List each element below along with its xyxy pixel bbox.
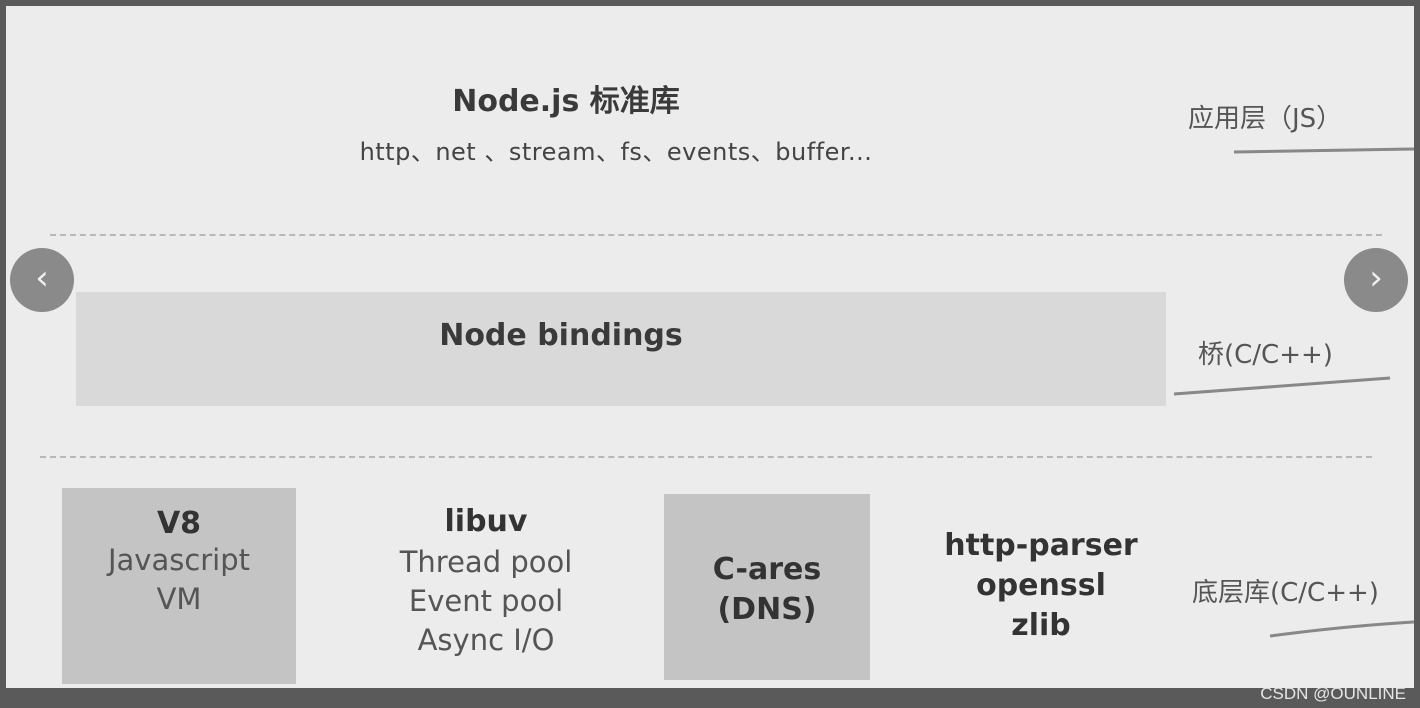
other-lib-line: zlib [1011, 608, 1071, 643]
divider-bottom [40, 456, 1372, 458]
bridge-layer-label: 桥(C/C++) [1198, 340, 1333, 370]
underline-base [1269, 620, 1414, 638]
other-libs-block: http-parser openssl zlib [926, 526, 1156, 646]
stdlib-modules: http、net 、stream、fs、events、buffer... [359, 138, 873, 166]
libuv-line: Thread pool [399, 545, 573, 579]
next-slide-button[interactable]: › [1344, 248, 1408, 312]
underline-app [1233, 147, 1414, 154]
chevron-left-icon: ‹ [35, 258, 49, 298]
libuv-line: Async I/O [417, 623, 555, 657]
v8-line: Javascript [107, 543, 251, 577]
prev-slide-button[interactable]: ‹ [10, 248, 74, 312]
other-lib-line: openssl [976, 568, 1106, 603]
handwritten-underlines [1173, 147, 1414, 638]
underline-bridge [1173, 376, 1391, 396]
v8-line: VM [156, 582, 202, 616]
chevron-right-icon: › [1369, 258, 1383, 298]
cares-line: (DNS) [717, 592, 817, 627]
other-lib-line: http-parser [944, 528, 1138, 563]
libuv-block: libuv Thread pool Event pool Async I/O [366, 504, 606, 660]
cares-line: C-ares [712, 552, 822, 587]
watermark: CSDN @OUNLINE [1260, 684, 1406, 703]
libuv-title: libuv [444, 504, 528, 539]
node-bindings-title: Node bindings [439, 318, 683, 353]
app-layer-label: 应用层（JS） [1188, 104, 1343, 134]
stdlib-title: Node.js 标准库 [452, 84, 680, 119]
node-bindings-box: Node bindings [76, 292, 1166, 406]
slide: Node.js 标准库 http、net 、stream、fs、events、b… [6, 6, 1414, 688]
cares-box: C-ares (DNS) [664, 494, 870, 680]
base-layer-label: 底层库(C/C++) [1192, 578, 1379, 608]
divider-top [50, 234, 1382, 236]
v8-box: V8 Javascript VM [62, 488, 296, 684]
v8-title: V8 [156, 506, 202, 541]
libuv-line: Event pool [408, 584, 564, 618]
